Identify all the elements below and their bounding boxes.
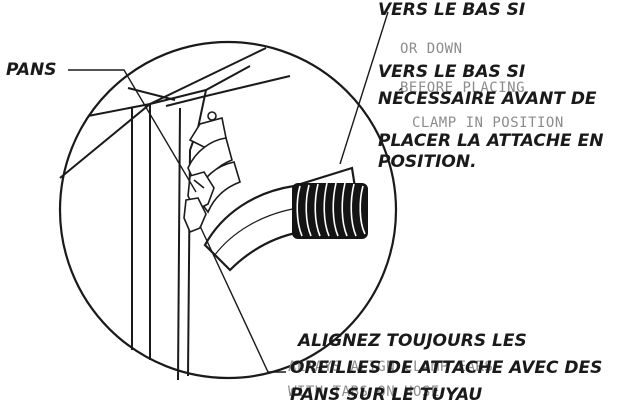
hose-corrugations (292, 182, 368, 239)
note-top-line: NÉCESSAIRE AVANT DE (378, 89, 597, 109)
note-top-line: PLACER LA ATTACHE EN (378, 131, 604, 151)
hose (203, 166, 368, 272)
ghost-line: ALWAYS ALIGN CLAMP EARS (288, 359, 494, 375)
paper-fold (356, 0, 636, 52)
note-top-line: VERS LE BAS SI (378, 0, 526, 20)
leader-tabs (68, 69, 197, 193)
leader-lines (68, 11, 389, 373)
ghost-line: BEFORE PLACING (400, 80, 526, 96)
ghost-line: WITH TABS ON HOSE (288, 384, 440, 400)
note-bottom-line: OREILLES DE ATTACHE AVEC DES (290, 358, 603, 378)
cabinet-corner (59, 47, 291, 381)
ghost-line: OR DOWN (400, 41, 463, 57)
ghost-line: CLAMP IN POSITION (412, 115, 564, 131)
leader-top-note (339, 11, 389, 165)
hose-clamp (183, 111, 241, 234)
note-bottom-line: PANS SUR LE TUYAU (290, 385, 483, 405)
label-tabs: PANS (6, 60, 57, 80)
note-bottom-line: ALIGNEZ TOUJOURS LES (298, 331, 527, 351)
note-top-line: POSITION. (378, 152, 477, 172)
note-top-line: VERS LE BAS SI (378, 62, 526, 82)
leader-bottom-note (199, 225, 286, 373)
detail-circle (58, 40, 398, 380)
